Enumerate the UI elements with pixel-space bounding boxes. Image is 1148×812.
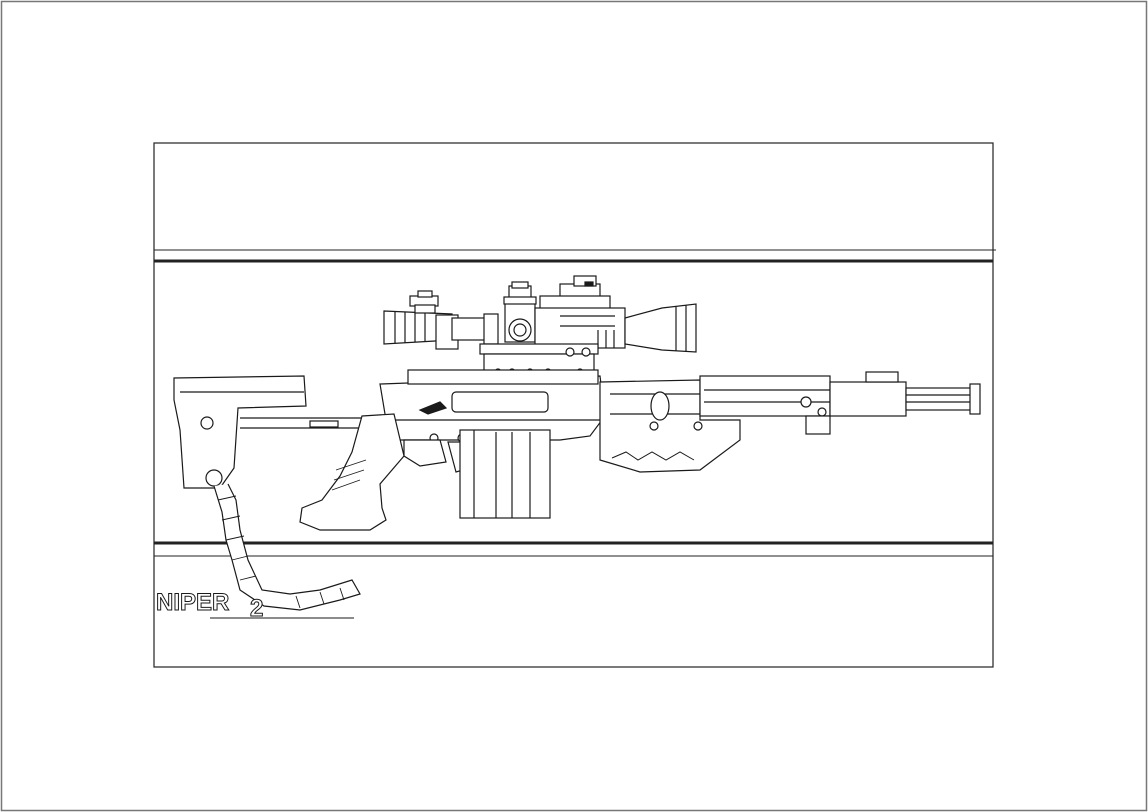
rifle-scope — [383, 275, 697, 377]
title-block: NIPER 2 — [156, 589, 354, 623]
panel-frame — [153, 142, 996, 668]
model-name: NIPER — [156, 589, 229, 616]
rifle-body — [173, 369, 981, 611]
model-number: 2 — [250, 595, 263, 622]
